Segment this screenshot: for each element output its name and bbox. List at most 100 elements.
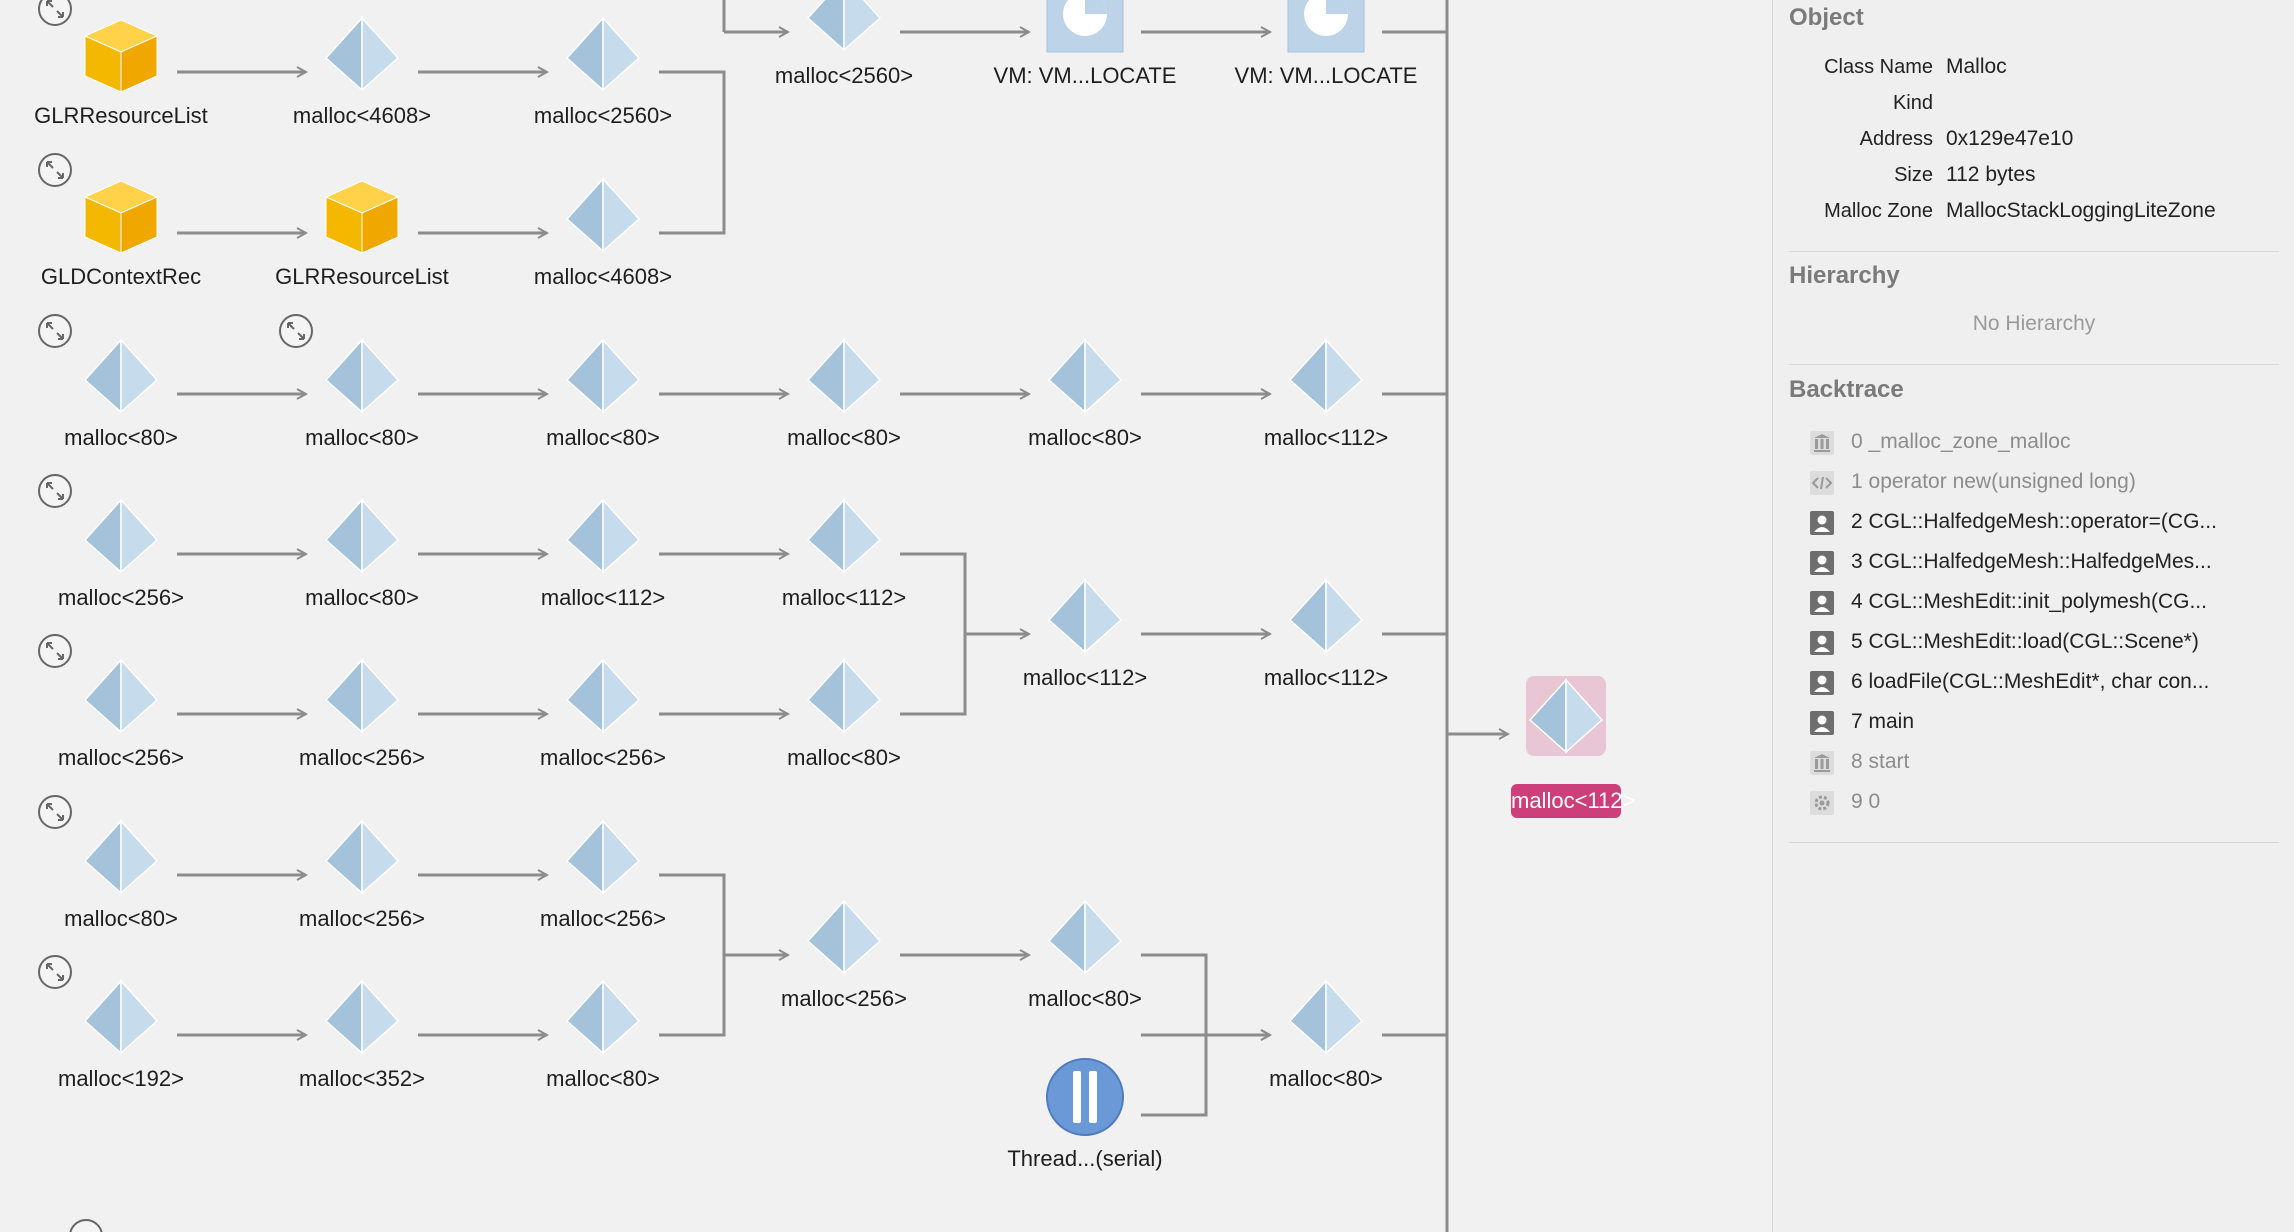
backtrace-frame[interactable]: 2 CGL::HalfedgeMesh::operator=(CG... (1809, 504, 2279, 540)
graph-node[interactable]: GLRResourceList (6, 0, 236, 128)
graph-node[interactable]: malloc<80> (970, 336, 1200, 450)
graph-node[interactable]: VM: VM...LOCATE (970, 0, 1200, 88)
node-icon (563, 14, 643, 94)
expand-icon[interactable] (69, 1219, 103, 1232)
backtrace-frame[interactable]: 5 CGL::MeshEdit::load(CGL::Scene*) (1809, 624, 2279, 660)
cube-icon (83, 19, 159, 93)
node-icon (1045, 336, 1125, 416)
graph-node[interactable]: malloc<256> (6, 474, 236, 610)
graph-node[interactable]: malloc<2560> (729, 0, 959, 88)
graph-node[interactable]: malloc<80> (488, 977, 718, 1091)
object-graph[interactable]: GLRResourceList malloc<4608> malloc<2560… (0, 0, 1772, 1232)
graph-node[interactable]: GLRResourceList (247, 175, 477, 289)
node-label: malloc<80> (305, 585, 419, 610)
expand-icon[interactable] (37, 313, 73, 349)
graph-node[interactable]: malloc<112> (1211, 576, 1441, 690)
property-value: Malloc (1946, 55, 2007, 78)
node-icon (81, 175, 161, 255)
pyramid-icon (565, 16, 641, 92)
expand-icon (38, 0, 72, 26)
pyramid-icon (83, 979, 159, 1055)
graph-node[interactable]: malloc<2560> (488, 14, 718, 128)
expand-icon[interactable] (37, 473, 73, 509)
node-label: malloc<256> (299, 906, 425, 931)
frame-label: 4 CGL::MeshEdit::init_polymesh(CG... (1851, 590, 2207, 613)
backtrace-frame[interactable]: 0 _malloc_zone_malloc (1809, 424, 2279, 460)
expand-icon[interactable] (37, 954, 73, 990)
graph-node[interactable]: malloc<112> (729, 496, 959, 610)
hierarchy-section-title: Hierarchy (1789, 262, 1900, 289)
pyramid-icon (806, 498, 882, 574)
backtrace-frame[interactable]: 4 CGL::MeshEdit::init_polymesh(CG... (1809, 584, 2279, 620)
node-icon (322, 817, 402, 897)
graph-node[interactable]: malloc<256> (247, 656, 477, 770)
graph-node[interactable]: malloc<256> (488, 817, 718, 931)
graph-node[interactable]: GLDContextRec (6, 153, 236, 289)
expand-icon[interactable] (37, 0, 73, 27)
pyramid-icon (565, 177, 641, 253)
code-icon (1809, 470, 1835, 496)
backtrace-frame[interactable]: 7 main (1809, 704, 2279, 740)
node-icon (322, 14, 402, 94)
graph-node[interactable]: malloc<80> (488, 336, 718, 450)
node-icon (563, 977, 643, 1057)
expand-icon (38, 955, 72, 989)
property-key: Address (1859, 128, 1933, 150)
node-label: malloc<256> (299, 745, 425, 770)
graph-node[interactable]: malloc<80> (6, 795, 236, 931)
node-label: malloc<80> (305, 425, 419, 450)
graph-node[interactable]: malloc<192> (6, 955, 236, 1091)
pyramid-icon (565, 498, 641, 574)
graph-node[interactable]: malloc<80> (247, 496, 477, 610)
expand-icon[interactable] (37, 794, 73, 830)
graph-node[interactable]: malloc<112> (970, 576, 1200, 690)
graph-node[interactable]: malloc<256> (488, 656, 718, 770)
graph-node[interactable]: malloc<80> (1211, 977, 1441, 1091)
graph-node[interactable]: malloc<80> (247, 314, 477, 450)
expand-icon[interactable] (37, 152, 73, 188)
graph-node[interactable]: malloc<4608> (488, 175, 718, 289)
expand-icon[interactable] (278, 313, 314, 349)
property-value: 0x129e47e10 (1946, 127, 2074, 150)
backtrace-frame[interactable]: 6 loadFile(CGL::MeshEdit*, char con... (1809, 664, 2279, 700)
property-key: Kind (1892, 92, 1933, 114)
graph-node[interactable]: malloc<352> (247, 977, 477, 1091)
graph-node[interactable]: malloc<80> (729, 656, 959, 770)
selected-graph-node[interactable]: malloc<112> (1451, 676, 1681, 818)
divider (1789, 842, 2279, 843)
graph-node[interactable]: malloc<112> (1211, 336, 1441, 450)
user-frame-icon (1809, 550, 1835, 576)
node-icon (804, 897, 884, 977)
expand-icon[interactable] (37, 633, 73, 669)
node-label: malloc<2560> (533, 103, 673, 128)
expand-icon (279, 314, 313, 348)
graph-node[interactable]: malloc<80> (6, 314, 236, 450)
graph-node[interactable]: malloc<80> (729, 336, 959, 450)
no-hierarchy-text: No Hierarchy (1972, 312, 2096, 335)
backtrace-frame[interactable]: 3 CGL::HalfedgeMesh::HalfedgeMes... (1809, 544, 2279, 580)
node-icon (804, 496, 884, 576)
expand-icon (38, 634, 72, 668)
backtrace-frame[interactable]: 1 operator new(unsigned long) (1809, 464, 2279, 500)
backtrace-frame[interactable]: 8 start (1809, 744, 2279, 780)
node-icon (563, 656, 643, 736)
node-label: malloc<112> (540, 585, 666, 610)
node-icon (322, 977, 402, 1057)
node-icon (563, 496, 643, 576)
graph-node[interactable]: malloc<256> (729, 897, 959, 1011)
node-label: VM: VM...LOCATE (1234, 63, 1418, 88)
graph-node[interactable]: malloc<256> (247, 817, 477, 931)
property-key: Malloc Zone (1824, 200, 1933, 222)
graph-node[interactable]: malloc<112> (488, 496, 718, 610)
vm-region-icon (1046, 0, 1124, 53)
backtrace-section-title: Backtrace (1789, 376, 1904, 403)
graph-node[interactable]: VM: VM...LOCATE (1211, 0, 1441, 88)
graph-node[interactable]: malloc<80> (970, 897, 1200, 1011)
node-label: GLDContextRec (40, 264, 202, 289)
graph-node[interactable]: malloc<4608> (247, 14, 477, 128)
node-icon (1045, 576, 1125, 656)
backtrace-frame[interactable]: 9 0 (1809, 784, 2279, 820)
user-frame-icon (1809, 630, 1835, 656)
graph-node[interactable]: malloc<256> (6, 634, 236, 770)
graph-node[interactable]: Thread...(serial) (970, 1057, 1200, 1171)
